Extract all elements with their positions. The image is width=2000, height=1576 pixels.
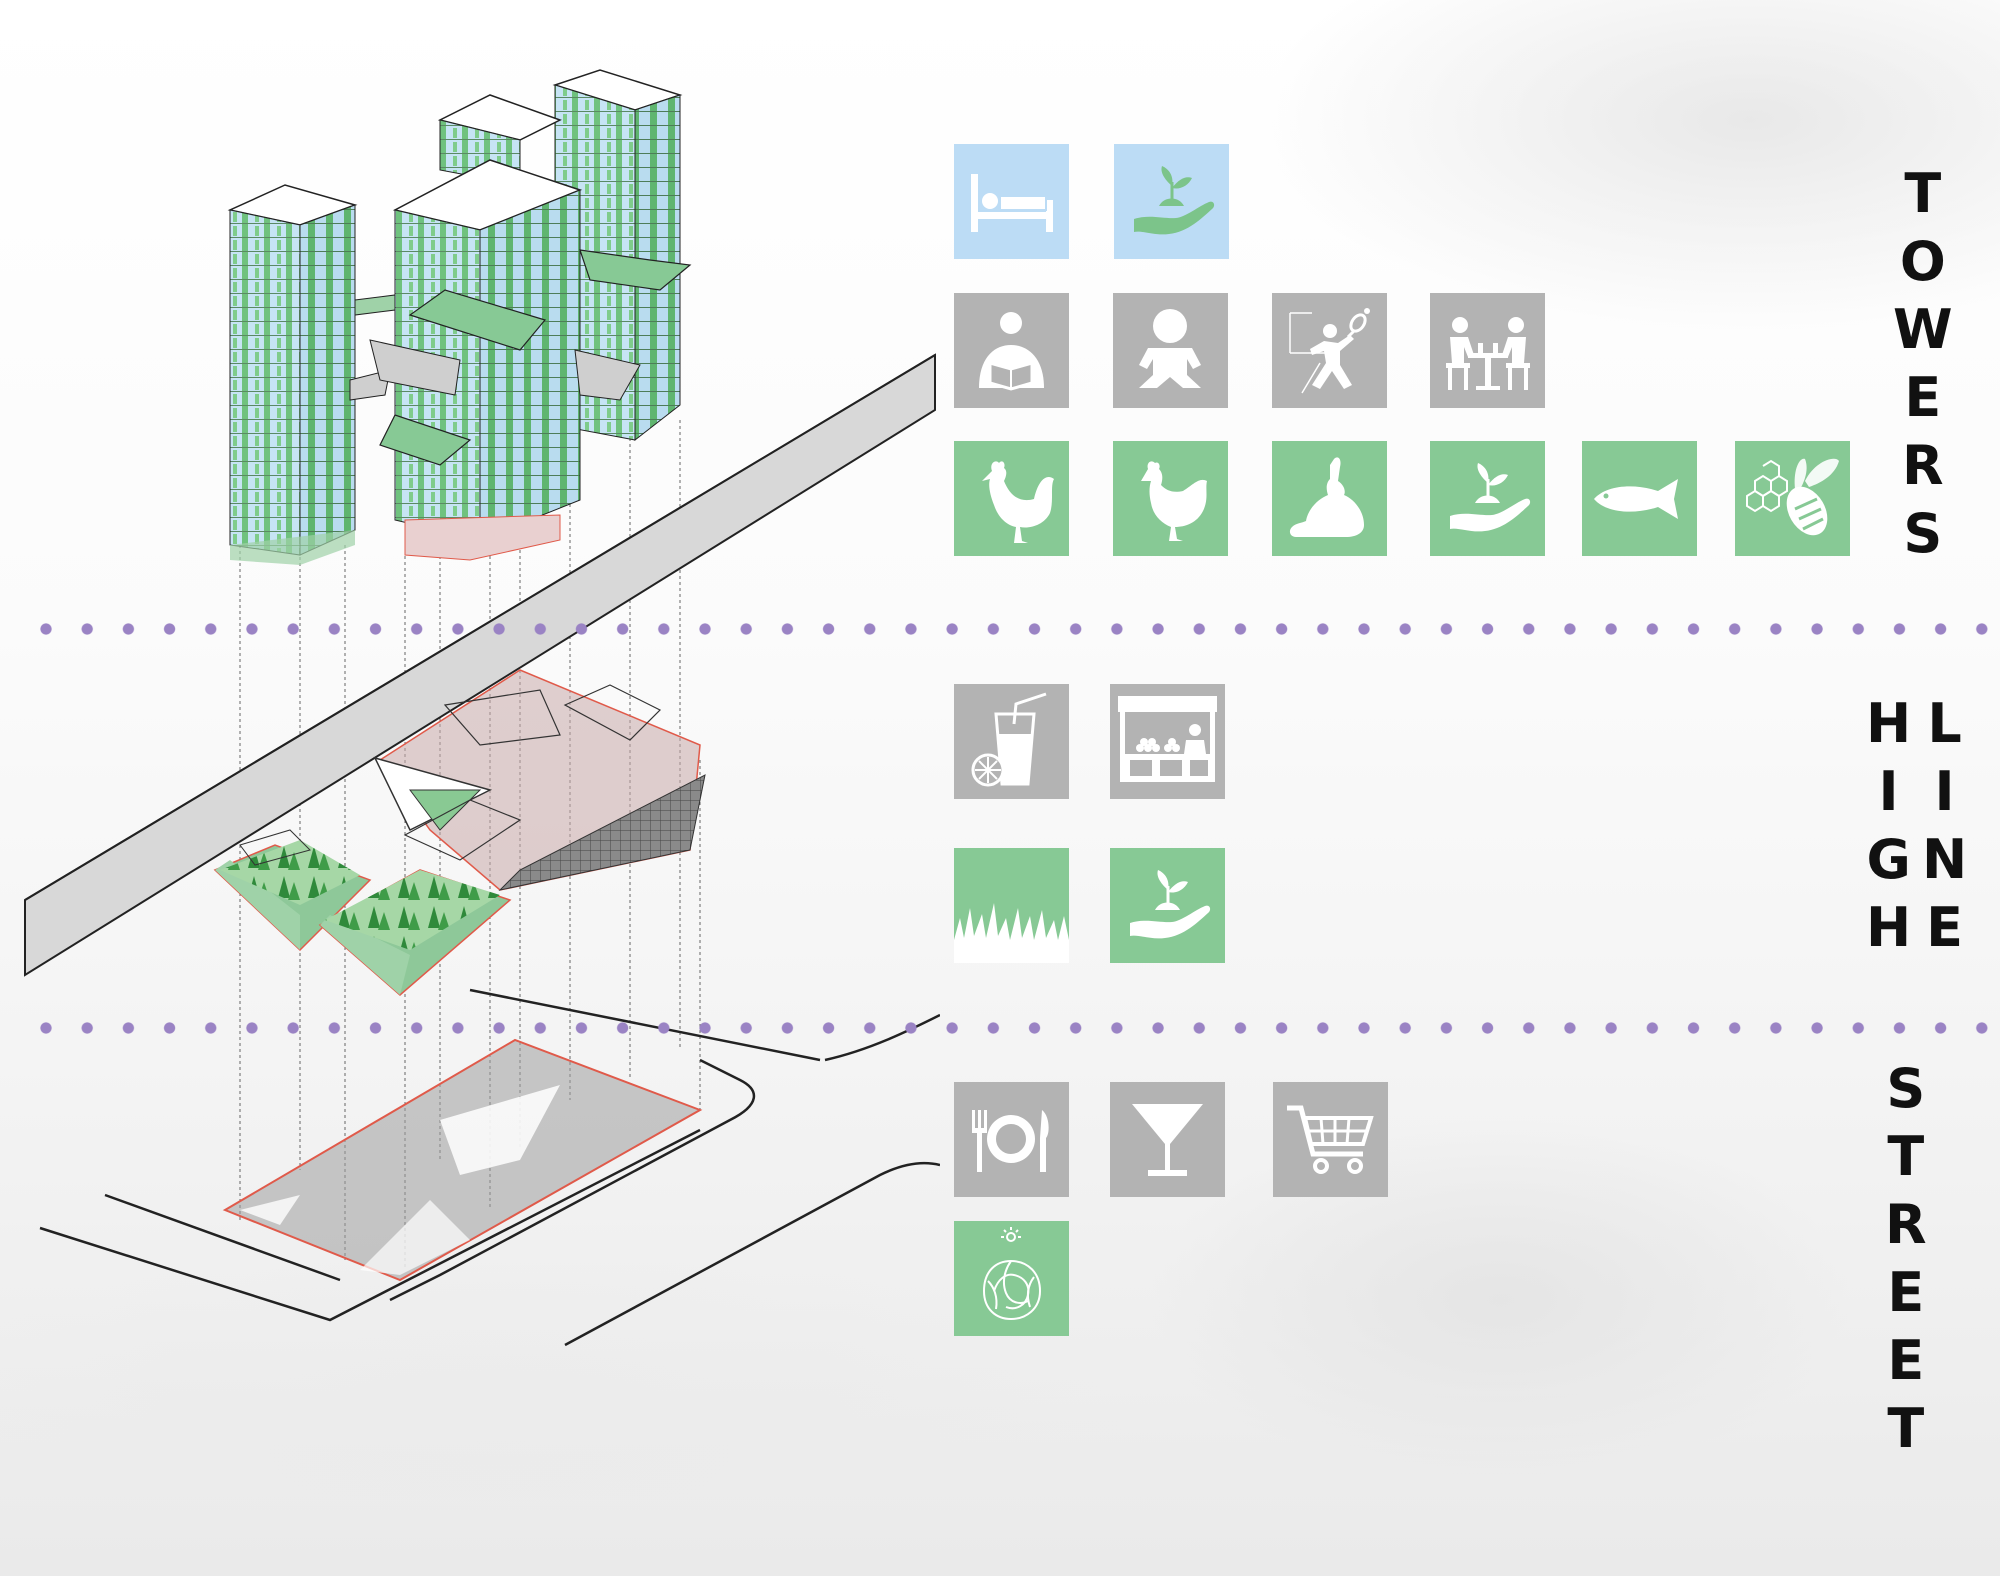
baby-icon — [1113, 293, 1228, 408]
divider-highline-street — [40, 1022, 2000, 1034]
axonometric-drawing — [24, 69, 940, 1347]
label-letter: I — [1934, 760, 1955, 823]
fish-icon — [1582, 441, 1697, 556]
towers — [227, 69, 692, 565]
rooster-icon — [954, 441, 1069, 556]
label-letter: R — [1885, 1193, 1927, 1256]
label-letter: G — [1866, 828, 1911, 891]
label-letter: R — [1901, 434, 1944, 497]
label-letter: T — [1887, 1397, 1925, 1460]
hen-icon — [1113, 441, 1228, 556]
tennis-player-icon — [1272, 293, 1387, 408]
bee-honeycomb-icon — [1735, 441, 1850, 556]
label-letter: T — [1887, 1125, 1925, 1188]
street-label: S T R E E T — [1885, 1055, 1927, 1463]
label-letter: E — [1887, 1329, 1925, 1392]
bed-icon — [954, 144, 1069, 259]
label-letter: S — [1886, 1057, 1926, 1120]
label-letter: E — [1887, 1261, 1925, 1324]
label-letter: S — [1903, 502, 1943, 565]
label-letter: E — [1926, 896, 1964, 959]
towers-label: T O W E R S — [1893, 160, 1953, 568]
grass-icon — [954, 848, 1069, 963]
restaurant-icon — [954, 1082, 1069, 1197]
line-label: L I N E — [1922, 690, 1967, 962]
divider-towers-highline — [40, 623, 2000, 635]
juice-glass-icon — [954, 684, 1069, 799]
commercial-volume — [373, 669, 706, 891]
label-letter: H — [1866, 692, 1912, 755]
reading-icon — [954, 293, 1069, 408]
high-label: H I G H — [1866, 690, 1911, 962]
cafe-table-icon — [1430, 293, 1545, 408]
label-letter: L — [1927, 692, 1962, 755]
cabbage-icon — [954, 1221, 1069, 1336]
planter-boxes — [213, 829, 512, 996]
label-letter: N — [1922, 828, 1968, 891]
plant-in-hand-icon — [1110, 848, 1225, 963]
label-letter: O — [1899, 230, 1946, 293]
label-letter: E — [1904, 366, 1942, 429]
plant-in-hand-icon — [1430, 441, 1545, 556]
label-letter: W — [1893, 298, 1953, 361]
shopping-cart-icon — [1273, 1082, 1388, 1197]
cocktail-icon — [1110, 1082, 1225, 1197]
label-letter: T — [1904, 162, 1942, 225]
rabbit-icon — [1272, 441, 1387, 556]
plant-in-hand-icon — [1114, 144, 1229, 259]
label-letter: I — [1878, 760, 1899, 823]
label-letter: H — [1866, 896, 1912, 959]
market-stall-icon — [1110, 684, 1225, 799]
